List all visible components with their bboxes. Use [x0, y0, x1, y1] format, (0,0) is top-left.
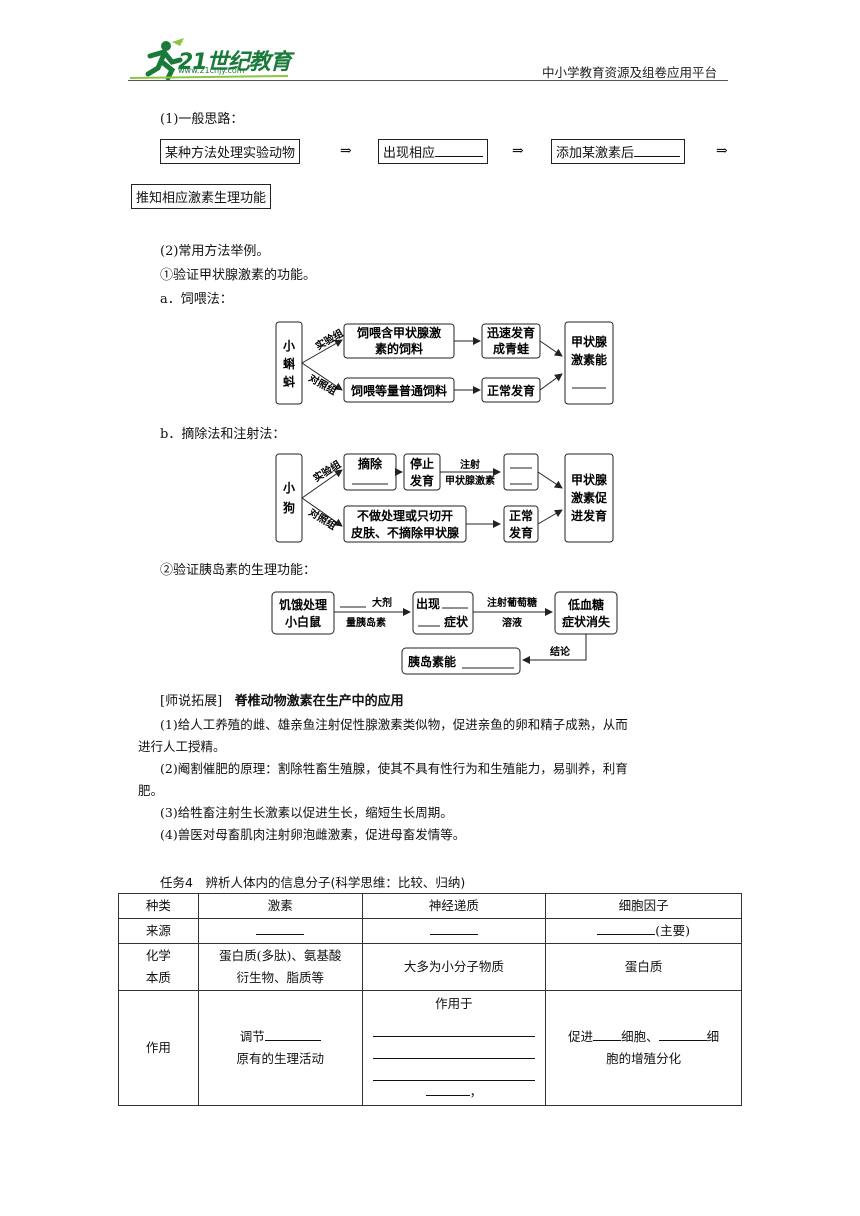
method-a-label: a．饲喂法： — [160, 292, 233, 307]
svg-text:狗: 狗 — [283, 500, 295, 515]
flow-box-treat: 某种方法处理实验动物 — [160, 139, 301, 164]
svg-text:注射: 注射 — [460, 458, 480, 471]
subject-char: 蝌 — [283, 356, 295, 371]
svg-text:胰岛素能: 胰岛素能 — [408, 654, 456, 669]
extension-p3: (3)给牲畜注射生长激素以促进生长，缩短生长周期。 — [160, 805, 453, 820]
flow-box-infer: 推知相应激素生理功能 — [131, 184, 272, 209]
svg-text:素的饲料: 素的饲料 — [375, 341, 423, 356]
svg-text:症状: 症状 — [444, 614, 469, 629]
source-hormone-blank — [197, 918, 363, 944]
extension-p2b: 肥。 — [138, 783, 164, 798]
flow-arrow: ⇒ — [716, 143, 728, 159]
diagram-feeding: 小 蝌 蚪 实验组 对照组 饲喂含甲状腺激 素的饲料 饲喂等量普通饲料 迅速发育… — [275, 321, 614, 405]
extension-p1b: 进行人工授精。 — [138, 739, 226, 754]
svg-text:溶液: 溶液 — [502, 616, 522, 629]
diagram-insulin: 饥饿处理 小白鼠 大剂 量胰岛素 出现 症状 注射葡萄糖 溶液 低血糖 症状消失… — [271, 591, 618, 675]
svg-text:摘除: 摘除 — [358, 456, 383, 471]
svg-text:发育: 发育 — [508, 525, 533, 540]
svg-text:饲喂含甲状腺激: 饲喂含甲状腺激 — [356, 325, 441, 340]
flow-arrow: ⇒ — [340, 143, 352, 159]
source-neuro-blank — [361, 918, 547, 944]
extension-p2: (2)阉割催肥的原理：割除牲畜生殖腺，使其不具有性行为和生殖能力，易驯养，利育 — [160, 761, 628, 776]
task-title: 任务4 辨析人体内的信息分子(科学思维：比较、归纳) — [160, 875, 466, 890]
svg-text:不做处理或只切开: 不做处理或只切开 — [357, 508, 453, 523]
header-cell: 种类 — [118, 893, 199, 919]
row-label: 作用 — [118, 990, 199, 1106]
section2-heading: (2)常用方法举例。 — [160, 244, 270, 259]
svg-text:小白鼠: 小白鼠 — [285, 614, 321, 629]
method-b-label: b．摘除法和注射法： — [160, 427, 286, 442]
svg-text:正常: 正常 — [509, 508, 533, 523]
header-cell: 神经递质 — [361, 893, 547, 919]
svg-text:发育: 发育 — [409, 473, 434, 488]
svg-text:进发育: 进发育 — [571, 508, 607, 523]
flow-box-add-hormone: 添加某激素后 — [551, 139, 686, 164]
logo-runner-icon — [129, 38, 289, 80]
header-divider — [128, 80, 728, 81]
row-label: 来源 — [118, 918, 199, 944]
subject-char: 蚪 — [283, 374, 295, 389]
svg-text:大剂: 大剂 — [372, 596, 392, 609]
table-row: 来源 (主要) — [118, 918, 742, 944]
svg-text:激素促: 激素促 — [571, 490, 608, 505]
header-cell: 激素 — [197, 893, 363, 919]
svg-text:出现: 出现 — [416, 596, 440, 611]
logo-url: www.21cnjy.com — [178, 66, 245, 75]
svg-text:甲状腺: 甲状腺 — [571, 334, 608, 349]
flow-arrow: ⇒ — [512, 143, 524, 159]
svg-text:激素能: 激素能 — [571, 352, 607, 367]
section1-heading: (1)一般思路： — [160, 112, 244, 127]
svg-text:正常发育: 正常发育 — [487, 383, 535, 398]
svg-text:皮肤、不摘除甲状腺: 皮肤、不摘除甲状腺 — [350, 525, 460, 540]
extension-p4: (4)兽医对母畜肌肉注射卵泡雌激素，促进母畜发情等。 — [160, 827, 466, 842]
table-row: 作用 调节原有的生理活动 作用于 ， 促进细胞、细胞的增殖分化 — [118, 990, 742, 1106]
row-label: 化学本质 — [118, 943, 199, 991]
svg-text:饲喂等量普通饲料: 饲喂等量普通饲料 — [350, 383, 447, 398]
conclusion-box — [564, 321, 614, 405]
svg-text:停止: 停止 — [410, 456, 434, 471]
svg-text:注射葡萄糖: 注射葡萄糖 — [487, 596, 537, 609]
extension-title: [师说拓展] 脊椎动物激素在生产中的应用 — [160, 694, 404, 709]
svg-text:量胰岛素: 量胰岛素 — [346, 616, 386, 629]
svg-text:低血糖: 低血糖 — [567, 597, 604, 612]
svg-text:小: 小 — [283, 480, 295, 495]
source-cyto: (主要) — [545, 918, 742, 944]
svg-text:饥饿处理: 饥饿处理 — [279, 597, 327, 612]
sub-heading-insulin: ②验证胰岛素的生理功能： — [160, 563, 317, 578]
extension-p1: (1)给人工养殖的雌、雄亲鱼注射促性腺激素类似物，促进亲鱼的卵和精子成熟，从而 — [160, 717, 628, 732]
svg-text:对照组: 对照组 — [306, 506, 338, 533]
table-row: 化学本质 蛋白质(多肽)、氨基酸衍生物、脂质等 大多为小分子物质 蛋白质 — [118, 943, 742, 991]
info-molecules-table: 种类 激素 神经递质 细胞因子 来源 (主要) 化学本质 蛋白质(多肽)、氨基酸… — [118, 893, 742, 1106]
logo-text: 21世纪教育 — [178, 50, 292, 75]
header-cell: 细胞因子 — [545, 893, 742, 919]
svg-text:症状消失: 症状消失 — [562, 614, 611, 629]
svg-text:甲状腺激素: 甲状腺激素 — [445, 474, 495, 487]
sub-heading-thyroid: ①验证甲状腺激素的功能。 — [160, 268, 317, 283]
svg-text:甲状腺: 甲状腺 — [571, 472, 608, 487]
svg-text:成青蛙: 成青蛙 — [493, 341, 529, 356]
table-row: 种类 激素 神经递质 细胞因子 — [118, 893, 742, 919]
diagram-removal-injection: 小 狗 实验组 对照组 摘除 停止 发育 注射 甲状腺激素 不做处理或只切开 皮… — [275, 453, 614, 543]
flow-box-symptom: 出现相应 — [378, 139, 489, 164]
svg-text:迅速发育: 迅速发育 — [487, 325, 535, 340]
svg-text:结论: 结论 — [550, 645, 571, 658]
platform-name: 中小学教育资源及组卷应用平台 — [542, 65, 718, 80]
subject-char: 小 — [283, 338, 295, 353]
exp-group-label: 实验组 — [313, 326, 345, 352]
